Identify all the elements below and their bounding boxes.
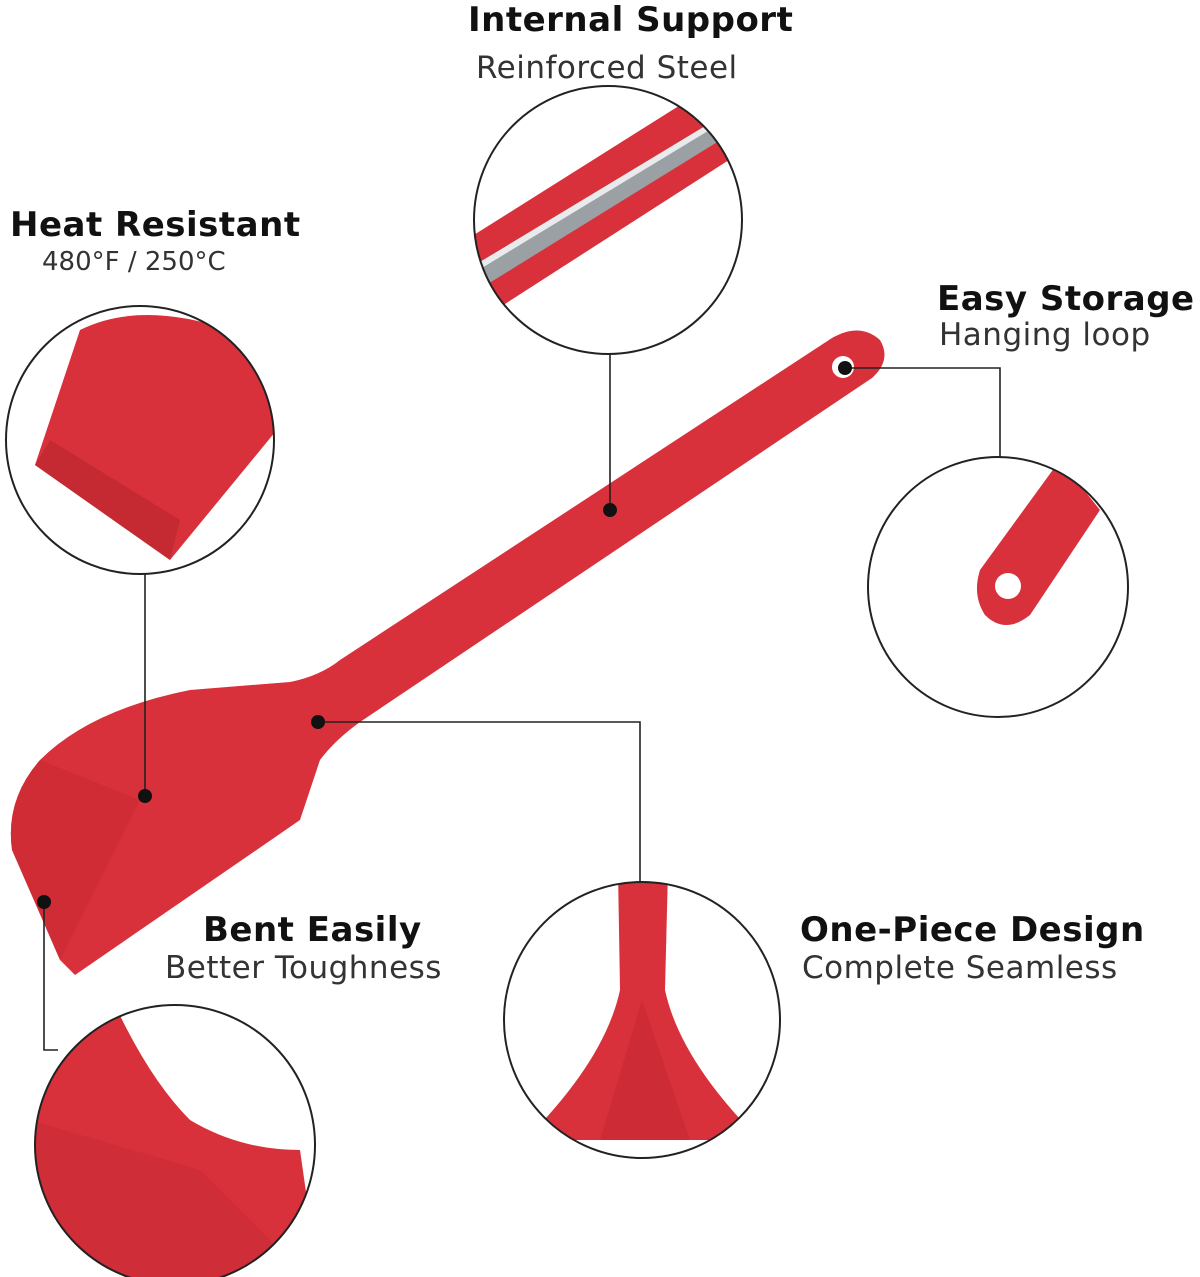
feature-title-easy-storage: Easy Storage — [937, 279, 1195, 319]
feature-title-one-piece-design: One-Piece Design — [800, 910, 1145, 950]
detail-circle-internal-support — [473, 85, 743, 355]
feature-subtitle-bent-easily: Better Toughness — [165, 950, 442, 986]
detail-circle-heat-resistant — [5, 305, 275, 575]
feature-subtitle-one-piece-design: Complete Seamless — [802, 950, 1118, 986]
detail-circle-bent-easily — [34, 1004, 316, 1277]
callout-dots — [37, 361, 852, 909]
feature-subtitle-heat-resistant: 480°F / 250°C — [42, 247, 226, 277]
detail-circle-easy-storage — [867, 456, 1129, 718]
detail-circle-one-piece-design — [503, 881, 781, 1159]
feature-title-internal-support: Internal Support — [468, 0, 794, 40]
feature-title-heat-resistant: Heat Resistant — [10, 205, 301, 245]
leader-lines — [43, 354, 1001, 1051]
feature-subtitle-internal-support: Reinforced Steel — [476, 50, 738, 86]
feature-subtitle-easy-storage: Hanging loop — [939, 317, 1151, 353]
feature-title-bent-easily: Bent Easily — [203, 910, 422, 950]
